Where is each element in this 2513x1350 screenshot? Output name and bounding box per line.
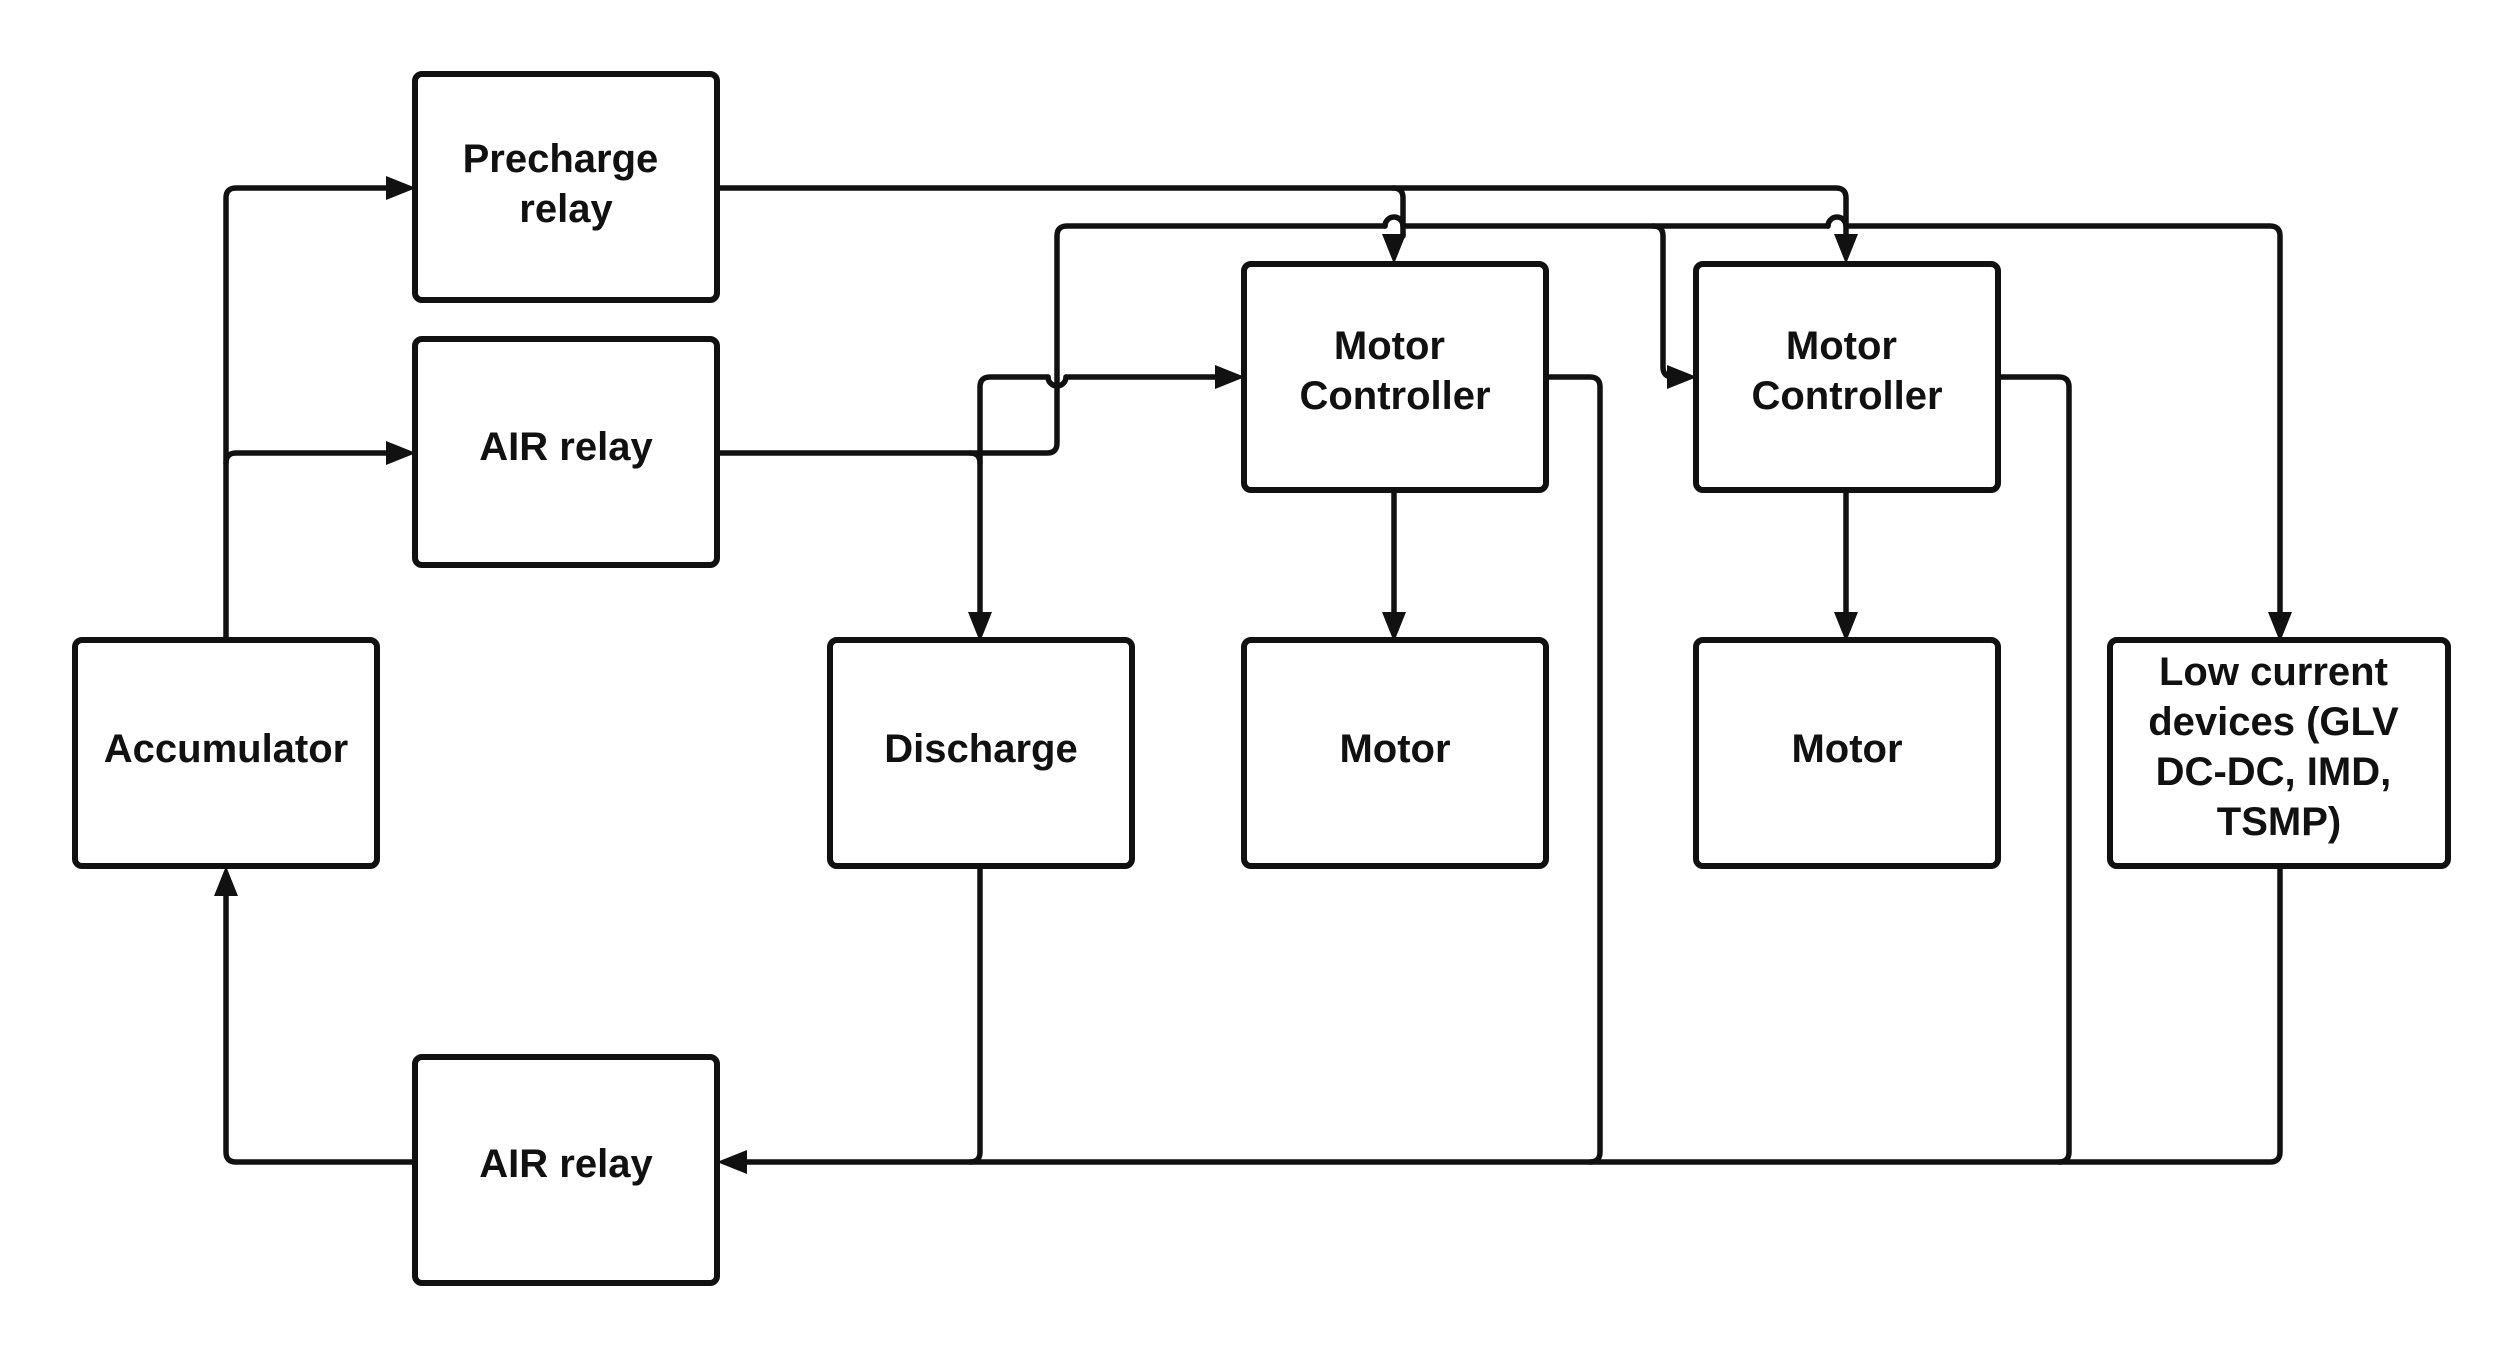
svg-text:Accumulator: Accumulator [104, 727, 349, 771]
node-accumulator: Accumulator [72, 637, 380, 869]
node-label-line: Accumulator [104, 727, 349, 771]
node-motor-controller-1: Motor Controller [1241, 261, 1549, 493]
node-label-line: Motor [1786, 324, 1897, 368]
wire-hop-mc2 [1825, 214, 1849, 229]
node-air-relay-bottom: AIR relay [412, 1054, 720, 1286]
node-motor-1: Motor [1241, 637, 1549, 869]
arrowhead-discharge-in [968, 612, 992, 642]
arrowhead-low-current-in [2268, 612, 2292, 642]
wire-precharge-bus [714, 185, 1849, 238]
wire-air-relay-bottom-to-accumulator [223, 887, 418, 1165]
node-low-current-devices: Low current devices (GLV DC-DC, IMD, TSM… [2107, 637, 2451, 869]
node-label-line: AIR relay [479, 425, 653, 469]
svg-text:AIR relay: AIR relay [479, 425, 653, 469]
arrowhead-motor1-in [1382, 612, 1406, 642]
svg-text:Discharge: Discharge [884, 727, 1077, 771]
arrowhead-mc1-left [1215, 365, 1245, 389]
wire-discharge-feed [977, 374, 1051, 625]
wire-mc1-return [1540, 374, 1603, 1165]
wire-bus-to-low-current [1843, 223, 2283, 625]
svg-text:Low current devices (GLV: Low current devices (GLV DC-DC, IMD, TSM… [2148, 650, 2410, 844]
node-air-relay-top: AIR relay [412, 336, 720, 568]
node-label-line: devices (GLV [2148, 700, 2399, 744]
wire-precharge-to-mc1 [1390, 185, 1406, 239]
node-label-line: Motor [1791, 727, 1902, 771]
node-label-line: Discharge [884, 727, 1077, 771]
node-label-line: relay [519, 187, 613, 231]
arrowhead-motor2-in [1834, 612, 1858, 642]
svg-text:Motor Controller: Motor Controller [1751, 324, 1942, 418]
node-label-line: Low current [2159, 650, 2388, 694]
svg-text:Motor: Motor [1791, 727, 1902, 771]
arrowheads [214, 176, 2292, 1174]
wire-hop-mc1 [1382, 214, 1406, 229]
svg-text:Motor Controller: Motor Controller [1299, 324, 1490, 418]
wire-accumulator-to-precharge [223, 185, 391, 641]
svg-text:AIR relay: AIR relay [479, 1142, 653, 1186]
wire-air-relay-to-discharge [967, 450, 983, 466]
arrowhead-air-relay-top-in [386, 441, 416, 465]
node-discharge: Discharge [827, 637, 1135, 869]
wire-accumulator-to-air-relay-top [223, 450, 391, 466]
node-label-line: Controller [1299, 374, 1490, 418]
wire-mc2-return [1992, 374, 2072, 1165]
svg-text:Precharge relay: Precharge relay [463, 137, 670, 231]
node-label-line: Precharge [463, 137, 659, 181]
node-label-line: DC-DC, IMD, [2156, 750, 2392, 794]
wire-hop-discharge [1045, 374, 1069, 389]
arrowhead-air-relay-bottom-in [717, 1150, 747, 1174]
wire-low-current-return [732, 863, 2283, 1165]
svg-text:Motor: Motor [1339, 727, 1450, 771]
node-label-line: Motor [1339, 727, 1450, 771]
arrowhead-mc1-top [1382, 234, 1406, 264]
arrowhead-accumulator-in [214, 866, 238, 896]
node-motor-2: Motor [1693, 637, 2001, 869]
arrowhead-precharge-in [386, 176, 416, 200]
node-label-line: Controller [1751, 374, 1942, 418]
wires [223, 185, 2283, 1165]
wire-air-relay-to-main-bus [714, 223, 1388, 456]
arrowhead-mc2-top [1834, 234, 1858, 264]
node-label-line: Motor [1334, 324, 1445, 368]
node-motor-controller-2: Motor Controller [1693, 261, 2001, 493]
wire-discharge-return [967, 863, 983, 1165]
node-precharge-relay: Precharge relay [412, 71, 720, 303]
arrowhead-mc2-left [1667, 365, 1697, 389]
wire-bus-to-mc2 [1650, 223, 1683, 380]
node-label-line: AIR relay [479, 1142, 653, 1186]
node-label-line: TSMP) [2217, 800, 2341, 844]
